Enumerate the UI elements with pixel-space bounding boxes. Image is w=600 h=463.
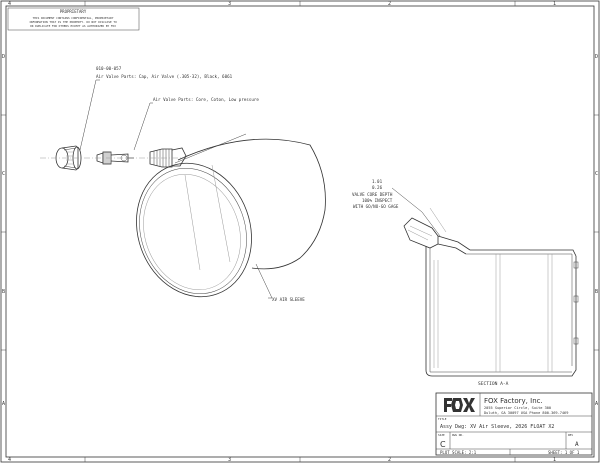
title-caption: TITLE xyxy=(438,417,447,421)
size-caption: SIZE xyxy=(438,433,445,437)
zone-bottom-4: 1 xyxy=(553,457,556,463)
part-number-callout: 010-00-057 xyxy=(96,66,122,71)
zone-bottom-2: 3 xyxy=(228,457,231,463)
zone-right-2: C xyxy=(595,171,598,177)
callout-leaders xyxy=(79,79,273,299)
zone-left-1: D xyxy=(2,54,5,60)
sheet-size: C xyxy=(440,440,446,449)
sleeve-callout: XV AIR SLEEVE xyxy=(272,297,305,302)
zone-top-2: 3 xyxy=(228,1,231,7)
dimension-value-2: 0.26 xyxy=(372,185,383,190)
zone-right-4: A xyxy=(595,401,598,407)
revision: A xyxy=(575,441,579,448)
proprietary-title: PROPRIETARY xyxy=(60,9,87,14)
drawing-title: Assy Dwg: XV Air Sleeve, 2026 FLOAT X2 xyxy=(440,424,554,430)
zone-left-2: C xyxy=(2,171,5,177)
rev-caption: REV xyxy=(568,433,573,437)
proprietary-line-3: OR DUPLICATE FOR OTHERS EXCEPT AS AUTHOR… xyxy=(30,24,116,28)
cap-callout: Air Valve Parts: Cap, Air Valve (.305-32… xyxy=(96,74,233,79)
dimension-value-1: 1.01 xyxy=(372,179,383,184)
dimension-text-2: 100% INSPECT xyxy=(362,198,393,203)
proprietary-notice: PROPRIETARY THIS DOCUMENT CONTAINS CONFI… xyxy=(7,7,140,31)
proprietary-line-2: INFORMATION THAT IS THE PROPERTY. DO NOT… xyxy=(29,20,117,24)
core-callout: Air Valve Parts: Core, Coton, Low pressu… xyxy=(153,97,259,102)
inner-border xyxy=(5,5,595,458)
zone-right-1: D xyxy=(595,54,598,60)
zone-left-4: A xyxy=(2,401,5,407)
fox-logo xyxy=(444,398,475,412)
proprietary-line-1: THIS DOCUMENT CONTAINS CONFIDENTIAL, PRO… xyxy=(33,16,114,20)
company-address-1: 2055 Superior Circle, Suite 300 xyxy=(484,406,551,410)
dimension-leader xyxy=(391,187,447,237)
dimension-text-3: WITH GO/NO-GO GAGE xyxy=(353,204,399,209)
valve-stem-drawing xyxy=(149,147,187,168)
company-address-2: Duluth, GA 30097 USA Phone 800-369-7469 xyxy=(484,411,568,415)
zone-top-3: 2 xyxy=(388,1,391,7)
zone-top-1: 4 xyxy=(8,1,11,7)
zone-bottom-3: 2 xyxy=(388,457,391,463)
zone-top-4: 1 xyxy=(553,1,556,7)
zone-left-3: B xyxy=(2,289,5,295)
section-label: SECTION A-A xyxy=(478,381,509,387)
zone-bottom-1: 4 xyxy=(8,457,11,463)
section-view-drawing xyxy=(403,217,579,377)
air-sleeve-drawing xyxy=(136,133,326,298)
title-block xyxy=(435,392,593,456)
dimension-text-1: VALVE CORE DEPTH xyxy=(352,192,393,197)
sheet-number: SHEET: 1 OF 1 xyxy=(548,450,580,455)
plot-scale: PLOT SCALE: 2:1 xyxy=(440,450,477,455)
zone-right-3: B xyxy=(595,289,598,295)
dwg-no-caption: DWG NO. xyxy=(452,433,464,437)
company-name: FOX Factory, Inc. xyxy=(484,397,543,405)
